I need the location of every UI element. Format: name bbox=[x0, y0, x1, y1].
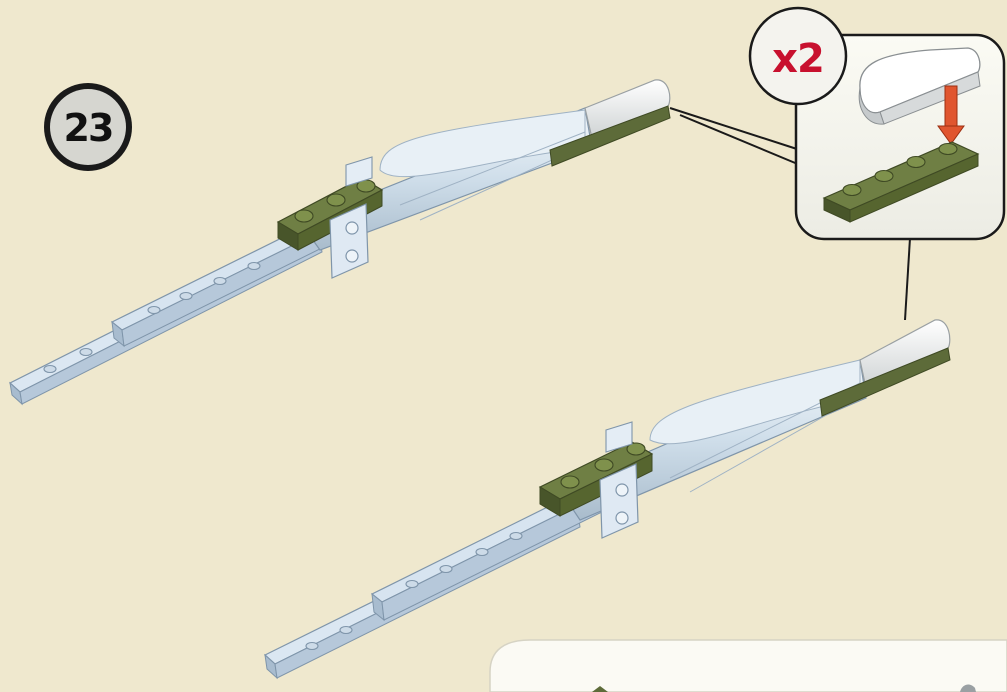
step-number-text: 23 bbox=[64, 106, 113, 150]
step-number-badge: 23 bbox=[44, 83, 132, 171]
lower-bracket bbox=[600, 422, 638, 538]
multiplier-badge: x2 bbox=[750, 8, 846, 104]
upper-bracket bbox=[330, 157, 372, 278]
multiplier-text: x2 bbox=[772, 36, 824, 82]
next-panel-edge bbox=[490, 640, 1007, 692]
lower-assembly bbox=[265, 320, 950, 678]
